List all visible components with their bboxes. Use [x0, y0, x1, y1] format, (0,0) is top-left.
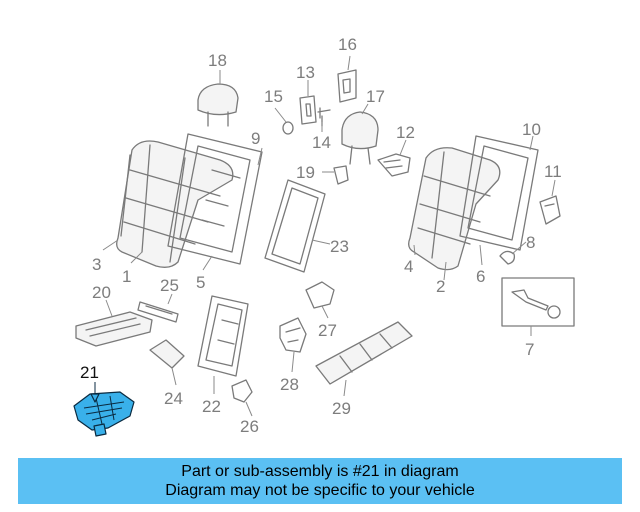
clip-8: [499, 250, 516, 265]
panel-23: [264, 179, 326, 273]
panel-24: [149, 339, 185, 369]
callout-26: 26: [240, 417, 259, 436]
headrest-18: [197, 83, 239, 127]
callout-3: 3: [92, 255, 101, 274]
callout-16: 16: [338, 35, 357, 54]
small-parts-13-16: [282, 69, 357, 135]
banner-line-1: Part or sub-assembly is #21 in diagram: [181, 463, 459, 480]
callout-21: 21: [80, 363, 99, 382]
callout-13: 13: [296, 63, 315, 82]
bracket-26: [231, 379, 253, 403]
parts-diagram: 3 1 5 9 23 18 16 13 15 14 17 12 19 4 2 6…: [73, 35, 575, 437]
callout-22: 22: [202, 397, 221, 416]
callout-17: 17: [366, 87, 385, 106]
callout-11: 11: [544, 162, 562, 181]
headrest-17: [341, 111, 379, 165]
strip-25: [137, 301, 179, 323]
leader-lines: [90, 55, 556, 417]
info-banner: Part or sub-assembly is #21 in diagram D…: [18, 458, 622, 504]
callout-12: 12: [396, 123, 415, 142]
callout-15: 15: [264, 87, 283, 106]
right-seatback-cushion: [408, 147, 501, 271]
callout-27: 27: [318, 321, 337, 340]
callout-7: 7: [525, 340, 534, 359]
callout-20: 20: [92, 283, 111, 302]
callout-8: 8: [526, 233, 535, 252]
small-parts-12-19: [333, 153, 411, 185]
callout-18: 18: [208, 51, 227, 70]
callout-28: 28: [280, 375, 299, 394]
cover-20: [75, 311, 153, 347]
highlighted-part-21[interactable]: [73, 391, 135, 437]
callout-25: 25: [160, 276, 179, 295]
callout-14: 14: [312, 133, 331, 152]
left-seatback-frame: [167, 133, 263, 265]
callout-5: 5: [196, 273, 205, 292]
callout-23: 23: [330, 237, 349, 256]
callout-24: 24: [164, 389, 183, 408]
kit-7: [501, 277, 575, 327]
callout-29: 29: [332, 399, 351, 418]
callout-19: 19: [296, 163, 315, 182]
callout-9: 9: [251, 129, 260, 148]
banner-line-2: Diagram may not be specific to your vehi…: [165, 482, 475, 499]
callout-numbers: 3 1 5 9 23 18 16 13 15 14 17 12 19 4 2 6…: [80, 35, 562, 436]
rail-29: [315, 321, 413, 385]
left-seatback-cushion: [116, 140, 234, 268]
bracket-11: [539, 195, 561, 225]
callout-1: 1: [122, 267, 131, 286]
callout-6: 6: [476, 267, 485, 286]
bracket-27: [305, 281, 335, 309]
bracket-28: [279, 317, 307, 353]
callout-2: 2: [436, 277, 445, 296]
callout-10: 10: [522, 120, 541, 139]
frame-22: [197, 295, 249, 377]
callout-4: 4: [404, 257, 413, 276]
right-seatback-frame: [459, 135, 539, 251]
